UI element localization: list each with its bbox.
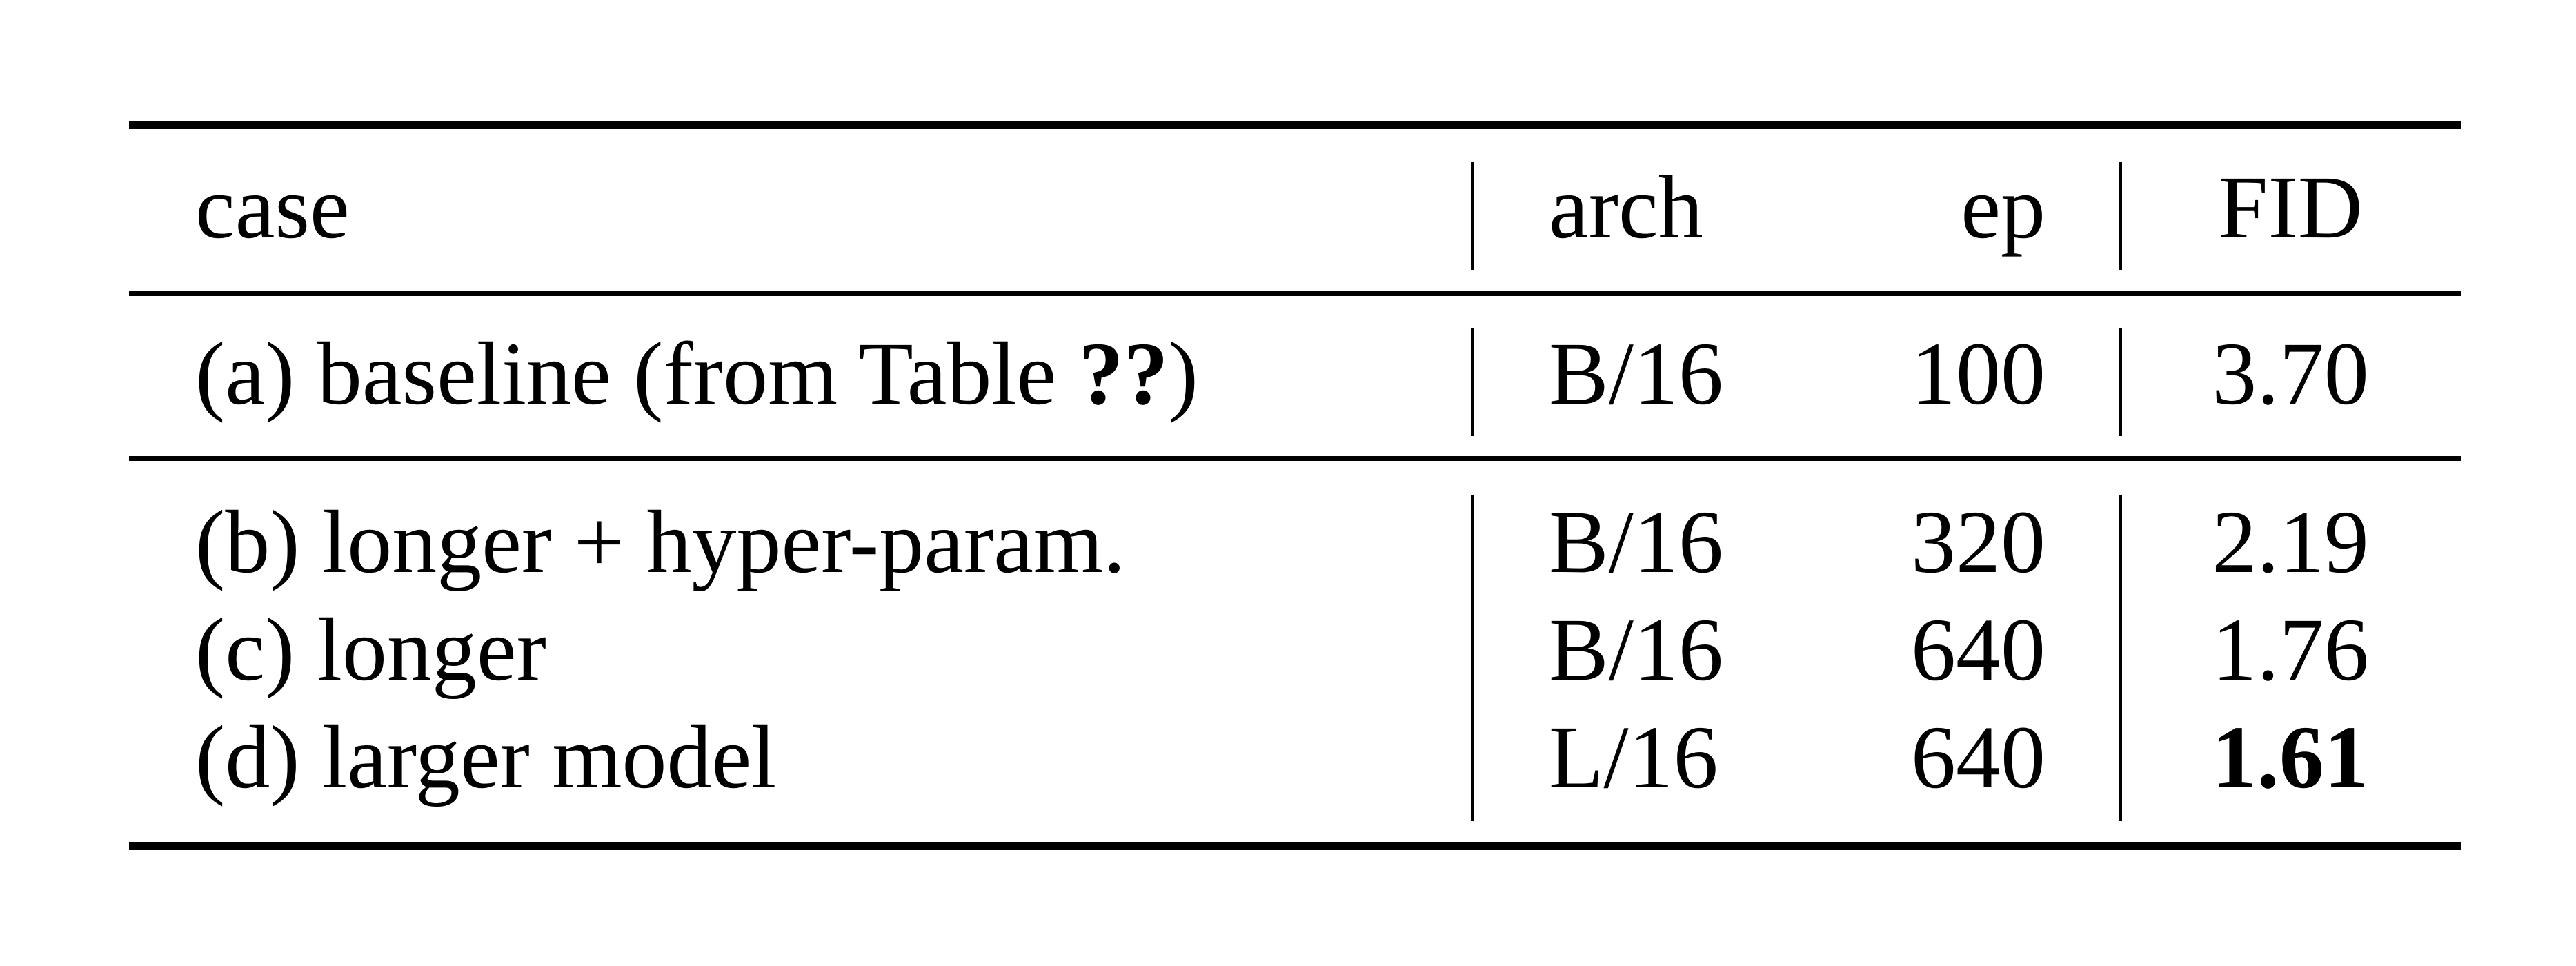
table-row-fid: 1.76 xyxy=(2212,600,2369,700)
table-row-ep: 640 xyxy=(1911,600,2045,700)
mid-rule xyxy=(129,456,2461,461)
table-row-case: (d) larger model xyxy=(195,708,777,807)
table-row-ep: 320 xyxy=(1911,493,2045,592)
header-arch: arch xyxy=(1549,158,1703,257)
case-text: (a) baseline (from Table xyxy=(195,324,1079,424)
table-row-fid: 2.19 xyxy=(2212,493,2369,592)
column-separator xyxy=(2119,162,2122,270)
table-row-fid-best: 1.61 xyxy=(2212,708,2369,807)
table-row-case: (b) longer + hyper-param. xyxy=(195,493,1126,592)
column-separator xyxy=(1471,162,1474,270)
table-reference: ?? xyxy=(1078,324,1169,424)
bottom-rule xyxy=(129,842,2461,850)
column-separator xyxy=(1471,328,1474,436)
table-row-case: (a) baseline (from Table ??) xyxy=(195,329,1198,419)
column-separator xyxy=(2119,328,2122,436)
table-row-arch: L/16 xyxy=(1549,708,1718,807)
top-rule xyxy=(129,121,2461,129)
header-ep: ep xyxy=(1961,158,2045,257)
header-fid: FID xyxy=(2218,158,2363,257)
table-row-arch: B/16 xyxy=(1549,600,1723,700)
table-row-case: (c) longer xyxy=(195,600,546,700)
header-rule xyxy=(129,291,2461,296)
case-text-end: ) xyxy=(1168,324,1198,424)
column-separator xyxy=(2119,495,2122,821)
header-case: case xyxy=(195,158,350,257)
table-row-ep: 640 xyxy=(1911,708,2045,807)
table-row-arch: B/16 xyxy=(1549,493,1723,592)
table-row-arch: B/16 xyxy=(1549,324,1723,424)
table-row-ep: 100 xyxy=(1911,324,2045,424)
column-separator xyxy=(1471,495,1474,821)
table-row-fid: 3.70 xyxy=(2212,324,2369,424)
